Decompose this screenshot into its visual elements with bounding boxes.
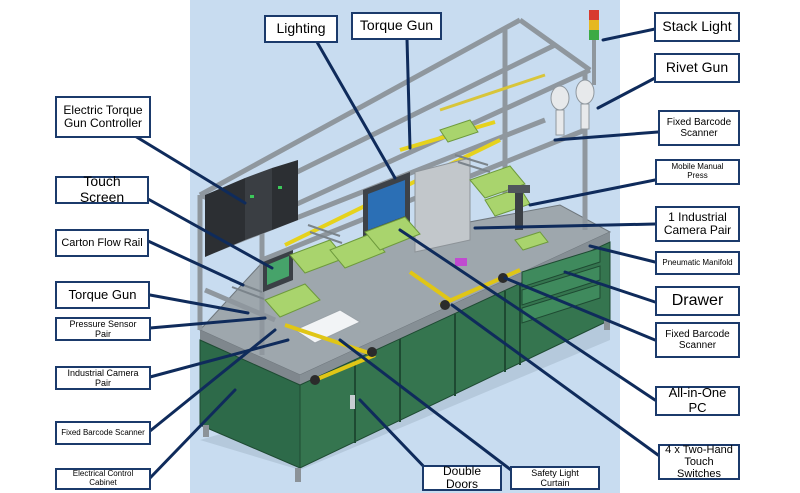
label-rivet-gun: Rivet Gun: [654, 53, 740, 83]
label-pressure-sensor-pair: Pressure Sensor Pair: [55, 317, 151, 341]
label-all-in-one-pc: All-in-One PC: [655, 386, 740, 416]
label-double-doors: Double Doors: [422, 464, 502, 491]
label-stack-light: Stack Light: [654, 12, 740, 42]
label-fixed-barcode-scanner-left: Fixed Barcode Scanner: [55, 421, 151, 445]
rivet-gun-device: [550, 79, 595, 136]
label-industrial-camera-pair-left: Industrial Camera Pair: [55, 366, 151, 390]
label-fixed-barcode-scanner-top: Fixed Barcode Scanner: [658, 110, 740, 146]
label-torque-gun-left: Torque Gun: [55, 281, 150, 309]
label-two-hand-touch-switches: 4 x Two-Hand Touch Switches: [658, 444, 740, 480]
label-electrical-control-cabinet: Electrical Control Cabinet: [55, 468, 151, 490]
stack-light-device: [589, 10, 599, 85]
label-industrial-camera-pair-right: 1 Industrial Camera Pair: [655, 206, 740, 242]
label-torque-gun-top: Torque Gun: [351, 12, 442, 40]
label-electric-torque-gun-controller: Electric Torque Gun Controller: [55, 96, 151, 138]
label-fixed-barcode-scanner-right: Fixed Barcode Scanner: [655, 322, 740, 358]
label-safety-light-curtain: Safety Light Curtain: [510, 466, 600, 490]
label-touch-screen: Touch Screen: [55, 173, 149, 205]
label-drawer: Drawer: [655, 286, 740, 316]
label-mobile-manual-press: Mobile Manual Press: [655, 159, 740, 185]
label-lighting: Lighting: [264, 15, 338, 43]
label-pneumatic-manifold: Pneumatic Manifold: [655, 251, 740, 275]
label-carton-flow-rail: Carton Flow Rail: [55, 229, 149, 257]
